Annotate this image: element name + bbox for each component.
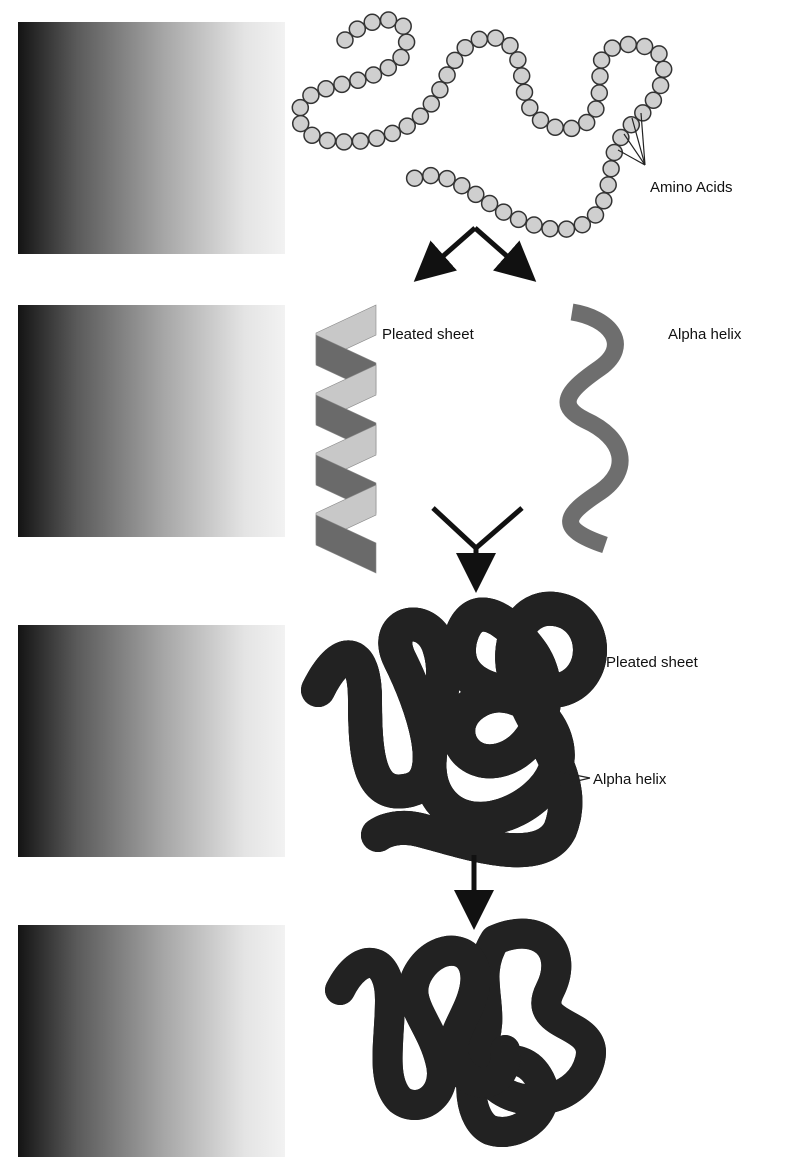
amino-acid-bead <box>574 217 590 233</box>
amino-acid-bead <box>533 112 549 128</box>
amino-acid-bead <box>564 120 580 136</box>
amino-acid-bead <box>407 170 423 186</box>
amino-acid-bead <box>352 133 368 149</box>
amino-acid-bead <box>603 161 619 177</box>
amino-acid-bead <box>559 221 575 237</box>
amino-acid-bead <box>510 52 526 68</box>
amino-acid-bead <box>471 31 487 47</box>
amino-acid-bead <box>349 21 365 37</box>
amino-acid-bead <box>336 134 352 150</box>
amino-acid-bead <box>304 127 320 143</box>
amino-acid-bead <box>432 82 448 98</box>
amino-acid-bead <box>423 96 439 112</box>
amino-acid-bead <box>439 171 455 187</box>
amino-acid-bead <box>517 84 533 100</box>
amino-acid-bead <box>482 196 498 212</box>
amino-acid-bead <box>496 204 512 220</box>
amino-acid-bead <box>637 39 653 55</box>
alpha-helix-ribbon <box>568 312 620 545</box>
amino-acid-bead <box>439 67 455 83</box>
amino-acid-bead <box>502 38 518 54</box>
amino-acid-bead <box>653 78 669 94</box>
amino-acid-bead <box>514 68 530 84</box>
quaternary-structure <box>340 934 591 1132</box>
amino-acid-bead <box>604 40 620 56</box>
amino-acid-bead <box>542 221 558 237</box>
amino-acid-bead <box>592 68 608 84</box>
amino-acid-bead <box>588 101 604 117</box>
tertiary-structure-ribbon <box>318 609 590 851</box>
amino-acid-bead <box>511 211 527 227</box>
amino-acid-bead <box>381 12 397 28</box>
amino-acid-bead <box>591 85 607 101</box>
split-arrows <box>425 228 525 272</box>
amino-acid-bead <box>651 46 667 62</box>
amino-acid-bead <box>364 14 380 30</box>
merge-arrow <box>433 508 522 578</box>
amino-acid-bead <box>366 67 382 83</box>
amino-acid-bead <box>423 168 439 184</box>
pleated-sheet-zigzag <box>316 305 376 573</box>
amino-acid-bead <box>606 145 622 161</box>
alpha-helix-label-tertiary: Alpha helix <box>593 771 667 788</box>
amino-acid-bead <box>318 81 334 97</box>
alpha-helix-label-top: Alpha helix <box>668 326 742 343</box>
amino-acid-bead <box>488 30 504 46</box>
amino-acid-bead <box>526 217 542 233</box>
amino-acid-bead <box>334 76 350 92</box>
amino-acid-bead <box>292 100 308 116</box>
pleated-sheet-label-tertiary: Pleated sheet <box>606 654 699 671</box>
amino-acid-bead <box>395 18 411 34</box>
amino-acid-bead <box>350 72 366 88</box>
amino-acid-bead <box>320 133 336 149</box>
pleated-sheet-label-top: Pleated sheet <box>382 326 475 343</box>
amino-acid-bead <box>457 40 473 56</box>
amino-acid-bead <box>369 130 385 146</box>
amino-acid-bead <box>547 119 563 135</box>
amino-acid-bead <box>600 177 616 193</box>
amino-acid-bead <box>454 178 470 194</box>
amino-acid-bead <box>468 186 484 202</box>
amino-acid-bead <box>384 125 400 141</box>
amino-acid-bead <box>399 34 415 50</box>
amino-acid-bead <box>620 37 636 53</box>
amino-acid-chain <box>292 12 671 237</box>
amino-acid-bead <box>596 193 612 209</box>
amino-acid-bead <box>656 61 672 77</box>
amino-acid-bead <box>380 60 396 76</box>
amino-acids-label: Amino Acids <box>650 179 733 196</box>
